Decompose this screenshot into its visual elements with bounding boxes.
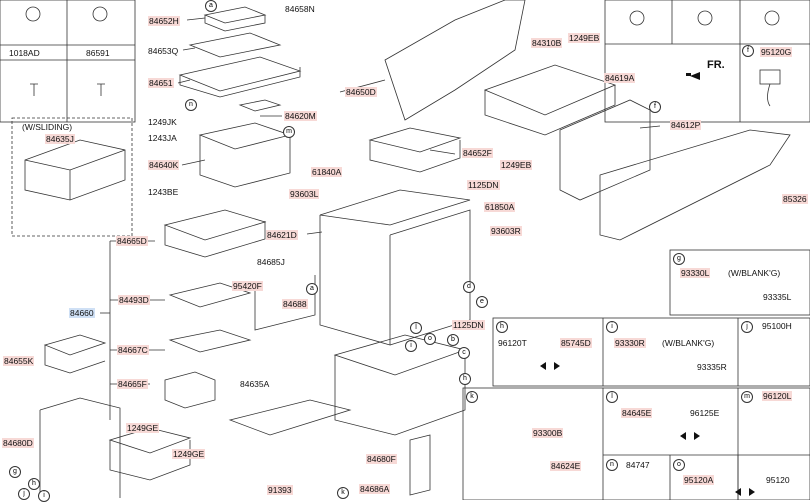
part-85745D: 85745D bbox=[560, 338, 592, 348]
marker-k: k bbox=[466, 391, 478, 403]
marker-d-main: d bbox=[463, 281, 475, 293]
part-84652H: 84652H bbox=[148, 16, 180, 26]
part-84645E: 84645E bbox=[621, 408, 653, 418]
code-1018AD: 1018AD bbox=[9, 48, 40, 58]
part-84624E: 84624E bbox=[550, 461, 582, 471]
part-95120: 95120 bbox=[766, 475, 790, 485]
part-84747: 84747 bbox=[626, 460, 650, 470]
marker-i-main: i bbox=[405, 340, 417, 352]
marker-e-main: e bbox=[476, 296, 488, 308]
part-91393: 91393 bbox=[267, 485, 293, 495]
part-84612P: 84612P bbox=[670, 120, 702, 130]
part-61850A: 61850A bbox=[484, 202, 516, 212]
part-84686A: 84686A bbox=[359, 484, 391, 494]
part-84493D: 84493D bbox=[118, 295, 150, 305]
marker-n: n bbox=[606, 459, 618, 471]
part-95120G: 95120G bbox=[760, 47, 793, 57]
front-direction-label: FR. bbox=[707, 59, 725, 71]
marker-l-main: l bbox=[410, 322, 422, 334]
part-93330L: 93330L bbox=[680, 268, 711, 278]
part-84685J: 84685J bbox=[257, 257, 285, 267]
part-95120A: 95120A bbox=[683, 475, 715, 485]
marker-h-main: h bbox=[459, 373, 471, 385]
clip-table-frame bbox=[604, 0, 810, 123]
marker-j-lower: j bbox=[18, 488, 30, 500]
marker-n-main: n bbox=[185, 99, 197, 111]
part-96120L: 96120L bbox=[762, 391, 793, 401]
marker-a-top: a bbox=[205, 0, 217, 12]
part-84665F: 84665F bbox=[117, 379, 148, 389]
part-1243BE: 1243BE bbox=[148, 187, 179, 197]
marker-g: g bbox=[673, 253, 685, 265]
part-93603L: 93603L bbox=[289, 189, 320, 199]
marker-l: l bbox=[606, 391, 618, 403]
panel-klm-frame bbox=[462, 387, 810, 500]
part-1125DN-lower: 1125DN bbox=[452, 320, 485, 330]
part-1249GE-a: 1249GE bbox=[126, 423, 160, 433]
marker-o: o bbox=[673, 459, 685, 471]
marker-h-lower: h bbox=[28, 478, 40, 490]
part-1249GE-b: 1249GE bbox=[172, 449, 206, 459]
part-84640K: 84640K bbox=[148, 160, 180, 170]
part-93335L: 93335L bbox=[763, 292, 792, 302]
part-84621D: 84621D bbox=[266, 230, 298, 240]
marker-c-main: c bbox=[458, 347, 470, 359]
part-93300B: 93300B bbox=[532, 428, 564, 438]
code-86591: 86591 bbox=[86, 48, 110, 58]
part-1243JA: 1243JA bbox=[148, 133, 177, 143]
panel-hij-frame bbox=[492, 317, 810, 387]
marker-f: f bbox=[742, 45, 754, 57]
marker-b-main: b bbox=[447, 334, 459, 346]
marker-j: j bbox=[741, 321, 753, 333]
panel-i-caption: (W/BLANK'G) bbox=[662, 338, 715, 348]
panel-g-frame bbox=[669, 249, 810, 316]
marker-o-main: o bbox=[424, 333, 436, 345]
part-84665D: 84665D bbox=[116, 236, 148, 246]
part-84619A: 84619A bbox=[604, 73, 636, 83]
part-84635A: 84635A bbox=[240, 379, 270, 389]
part-1125DN-top: 1125DN bbox=[467, 180, 500, 190]
part-93603R: 93603R bbox=[490, 226, 522, 236]
sliding-option-box bbox=[11, 117, 133, 237]
marker-m: m bbox=[741, 391, 753, 403]
part-84635J: 84635J bbox=[45, 134, 75, 144]
part-93335R: 93335R bbox=[697, 362, 727, 372]
part-96125E: 96125E bbox=[690, 408, 720, 418]
part-1249EB-top: 1249EB bbox=[568, 33, 601, 43]
part-95100H: 95100H bbox=[762, 321, 792, 331]
marker-i-lower: i bbox=[38, 490, 50, 502]
part-1249JK: 1249JK bbox=[148, 117, 177, 127]
part-84652F: 84652F bbox=[462, 148, 493, 158]
part-93330R: 93330R bbox=[614, 338, 646, 348]
marker-a-main: a bbox=[306, 283, 318, 295]
part-84651: 84651 bbox=[148, 78, 174, 88]
part-84650D: 84650D bbox=[345, 87, 377, 97]
assembly-84660: 84660 bbox=[69, 308, 95, 318]
part-84620M: 84620M bbox=[284, 111, 317, 121]
marker-f-main: f bbox=[649, 101, 661, 113]
marker-i: i bbox=[606, 321, 618, 333]
part-84655K: 84655K bbox=[3, 356, 35, 366]
sliding-caption: (W/SLIDING) bbox=[22, 122, 73, 132]
part-84658N: 84658N bbox=[285, 4, 315, 14]
part-84653Q: 84653Q bbox=[148, 46, 179, 56]
part-84667C: 84667C bbox=[117, 345, 149, 355]
fastener-table-frame bbox=[0, 0, 136, 123]
part-84680D: 84680D bbox=[2, 438, 34, 448]
part-84688: 84688 bbox=[282, 299, 308, 309]
part-1249EB-lower: 1249EB bbox=[500, 160, 533, 170]
part-85326: 85326 bbox=[782, 194, 808, 204]
marker-k-main: k bbox=[337, 487, 349, 499]
part-84680F: 84680F bbox=[366, 454, 397, 464]
part-96120T: 96120T bbox=[498, 338, 527, 348]
part-84310B: 84310B bbox=[531, 38, 563, 48]
marker-g-main: g bbox=[9, 466, 21, 478]
marker-m-main: m bbox=[283, 126, 295, 138]
marker-h: h bbox=[496, 321, 508, 333]
part-61840A: 61840A bbox=[311, 167, 343, 177]
panel-g-caption: (W/BLANK'G) bbox=[728, 268, 781, 278]
part-95420F: 95420F bbox=[232, 281, 263, 291]
